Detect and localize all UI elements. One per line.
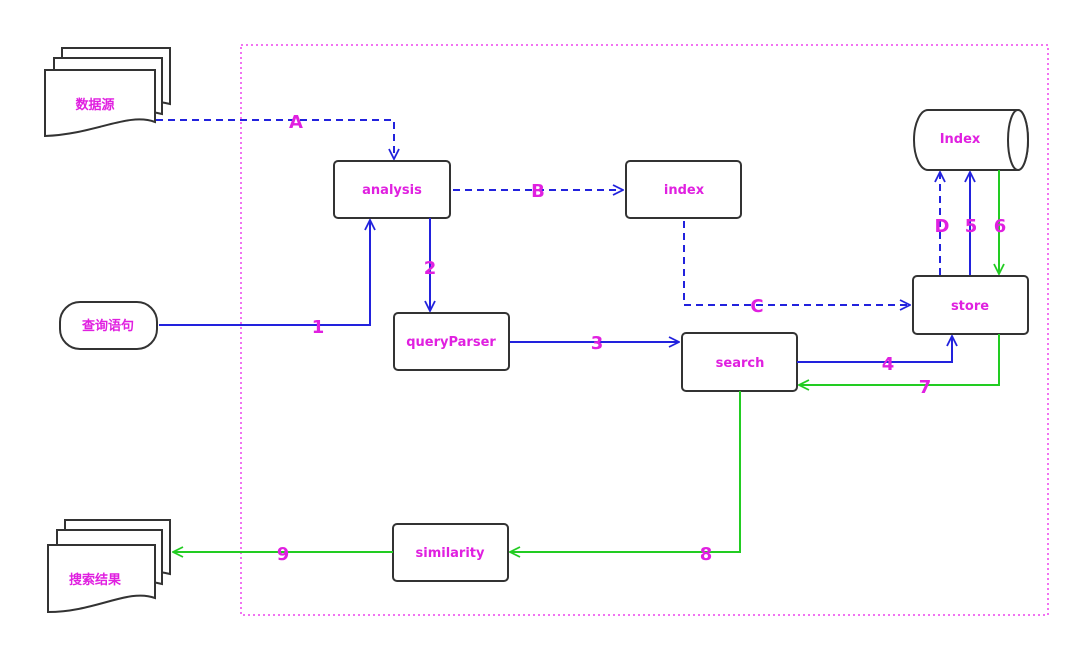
- query-parser-node: queryParser: [393, 312, 510, 371]
- analysis-label: analysis: [362, 183, 422, 198]
- index-db-node: Index: [913, 109, 1029, 171]
- edge-7-label: 7: [919, 377, 932, 398]
- edge-5-label: 5: [965, 216, 978, 237]
- edge-6-label: 6: [994, 216, 1007, 237]
- data-source-node: 数据源: [44, 47, 171, 138]
- query-statement-node: 查询语句: [59, 301, 158, 350]
- store-node: store: [912, 275, 1029, 335]
- similarity-label: similarity: [416, 546, 486, 561]
- search-results-node: 搜索结果: [47, 519, 171, 614]
- query-parser-label: queryParser: [406, 335, 496, 350]
- edge-C: [683, 221, 909, 305]
- similarity-node: similarity: [392, 523, 509, 582]
- edge-4-label: 4: [882, 354, 895, 375]
- edge-D-label: D: [935, 216, 950, 237]
- edge-9-label: 9: [277, 544, 290, 565]
- edge-8: [511, 391, 741, 552]
- edge-4: [797, 337, 952, 363]
- index-db-label: Index: [940, 132, 981, 147]
- search-label: search: [716, 356, 765, 371]
- edge-C-label: C: [750, 296, 763, 317]
- edge-A: [156, 119, 394, 158]
- edge-A-label: A: [289, 112, 303, 133]
- search-node: search: [681, 332, 798, 392]
- index-process-node: index: [625, 160, 742, 219]
- data-source-label: 数据源: [75, 97, 114, 113]
- edge-2-label: 2: [424, 258, 437, 279]
- edge-B-label: B: [531, 181, 545, 202]
- edge-1-label: 1: [312, 317, 325, 338]
- index-process-label: index: [664, 183, 705, 198]
- system-boundary: [240, 44, 1049, 616]
- edge-1: [159, 221, 370, 326]
- store-label: store: [951, 299, 989, 314]
- edge-7: [800, 334, 1000, 385]
- query-statement-label: 查询语句: [81, 318, 134, 334]
- edge-8-label: 8: [700, 544, 713, 565]
- search-results-label: 搜索结果: [69, 572, 121, 588]
- edge-3-label: 3: [591, 333, 604, 354]
- analysis-node: analysis: [333, 160, 451, 219]
